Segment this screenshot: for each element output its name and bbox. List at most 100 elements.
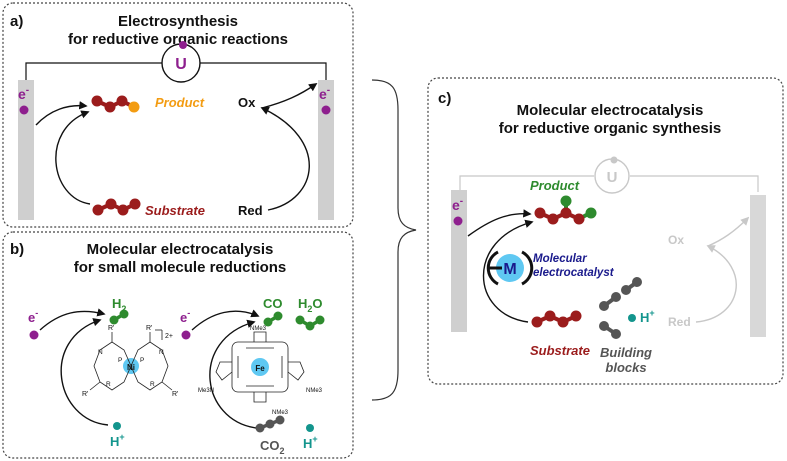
b-left-proton-dot [113, 422, 121, 430]
co2-molecule [255, 415, 285, 433]
c-substrate-molecule [531, 310, 582, 328]
co-label: CO [263, 296, 283, 311]
panel-c-frame [427, 77, 784, 385]
h2-molecule [109, 309, 129, 325]
circuit-wire-left [25, 62, 162, 80]
circuit-wire-right [200, 62, 327, 80]
c-voltage-symbol: U [607, 169, 618, 186]
building-blocks-label-line2: blocks [605, 360, 646, 375]
panel-b-title-line2: for small molecule reductions [74, 259, 287, 276]
ni-n-right: N [159, 349, 164, 356]
electron-transfer-arrow-right [261, 83, 318, 109]
panel-b: b) Molecular electrocatalysis for small … [2, 231, 354, 459]
b-left-cycle-arrow [60, 318, 109, 426]
b-right-electron-arrow [191, 309, 260, 331]
fe-nme3-right: NMe3 [306, 388, 323, 394]
c-substrate-label: Substrate [530, 343, 590, 358]
product-label: Product [155, 95, 205, 110]
fe-nme3-bottom: NMe3 [272, 410, 289, 416]
ox-label: Ox [238, 95, 256, 110]
electron-label-right: e- [319, 85, 330, 102]
ni-metal-label: Ni [127, 363, 135, 372]
panel-c-title-line2: for reductive organic synthesis [499, 120, 722, 137]
voltage-symbol: U [175, 56, 187, 73]
b-right-proton-label: H+ [303, 434, 318, 451]
red-label: Red [238, 203, 263, 218]
b-right-electron-dot [181, 330, 191, 340]
anode [318, 80, 334, 220]
ni-r-prime-top-left: R' [108, 325, 114, 332]
catalyst-ligand-right [521, 250, 534, 286]
b-left-electron-dot [29, 330, 39, 340]
cathode [18, 80, 34, 220]
c-reduction-arc-arrow [483, 219, 534, 323]
catalyst-label-line1: Molecular [533, 253, 587, 265]
ni-r-prime-top-right: R' [146, 325, 152, 332]
electron-dot-left [19, 105, 29, 115]
reduction-arc-arrow [55, 110, 91, 205]
electron-label-left: e- [18, 85, 29, 102]
ni-catalyst-structure [89, 329, 173, 391]
c-proton-dot [628, 314, 636, 322]
c-anode [750, 195, 766, 337]
c-electron-transfer-arrow-right [707, 216, 750, 247]
c-oxidation-arc-arrow [695, 245, 737, 323]
b-left-proton-label: H+ [110, 432, 125, 449]
panel-c: c) Molecular electrocatalysis for reduct… [427, 77, 784, 385]
b-left-electron-label: e- [28, 308, 38, 325]
fe-metal-label: Fe [255, 364, 265, 373]
ni-r-prime-bottom-right: R' [172, 391, 178, 398]
h2o-molecule [295, 315, 325, 331]
fe-nme3-top: NMe3 [250, 326, 267, 332]
c-product-label: Product [530, 178, 580, 193]
co2-label: CO2 [260, 438, 285, 456]
substrate-label: Substrate [145, 203, 205, 218]
electron-transfer-arrow-left [35, 101, 88, 126]
c-circuit-wire-right [630, 175, 759, 192]
catalyst-metal-center [496, 254, 524, 282]
catalyst-label-line2: electrocatalyst [533, 267, 615, 279]
ni-r-bottom-right: R [150, 381, 155, 388]
ni-p-right: P [140, 357, 144, 364]
c-cathode [451, 190, 467, 332]
c-proton-label: H+ [640, 308, 655, 325]
catalyst-ligand-left [486, 250, 499, 286]
panel-a: a) Electrosynthesis for reductive organi… [2, 2, 354, 228]
c-circuit-wire-left [459, 175, 594, 190]
panel-a-title-line1: Electrosynthesis [118, 13, 238, 30]
building-blocks-label-line1: Building [600, 345, 652, 360]
ni-n-left: N [98, 349, 103, 356]
panel-c-title-line1: Molecular electrocatalysis [517, 102, 704, 119]
c-electron-label: e- [452, 196, 463, 213]
panel-b-label: b) [10, 241, 24, 258]
fe-catalyst-structure [215, 331, 305, 403]
ni-charge-label: 2+ [165, 333, 173, 340]
substrate-molecule [92, 198, 141, 216]
voltage-electron-dot [179, 41, 187, 49]
c-ox-label: Ox [668, 233, 684, 247]
co-molecule [263, 311, 283, 327]
electron-dot-right [321, 105, 331, 115]
ni-p-left: P [118, 357, 122, 364]
panel-a-label: a) [10, 13, 23, 30]
connecting-brace [371, 79, 417, 401]
fe-me3n-left: Me3N [198, 388, 214, 394]
panel-a-frame [2, 2, 354, 228]
catalyst-metal-label: M [503, 261, 516, 278]
b-right-cycle-arrow [209, 319, 257, 429]
h2-label: H2 [112, 296, 126, 314]
c-voltage-electron-dot [610, 156, 618, 164]
c-product-molecule [534, 195, 597, 225]
panel-b-frame [2, 231, 354, 459]
product-molecule [91, 95, 140, 113]
panel-b-title-line1: Molecular electrocatalysis [87, 241, 274, 258]
panel-a-title-line2: for reductive organic reactions [68, 31, 288, 48]
ni-r-prime-bottom-left: R' [82, 391, 88, 398]
c-electron-transfer-arrow [467, 209, 532, 237]
b-right-electron-label: e- [180, 308, 190, 325]
b-right-proton-dot [306, 424, 314, 432]
h2o-label: H2O [298, 296, 323, 314]
panel-c-label: c) [438, 90, 451, 107]
b-left-electron-arrow [39, 308, 106, 331]
